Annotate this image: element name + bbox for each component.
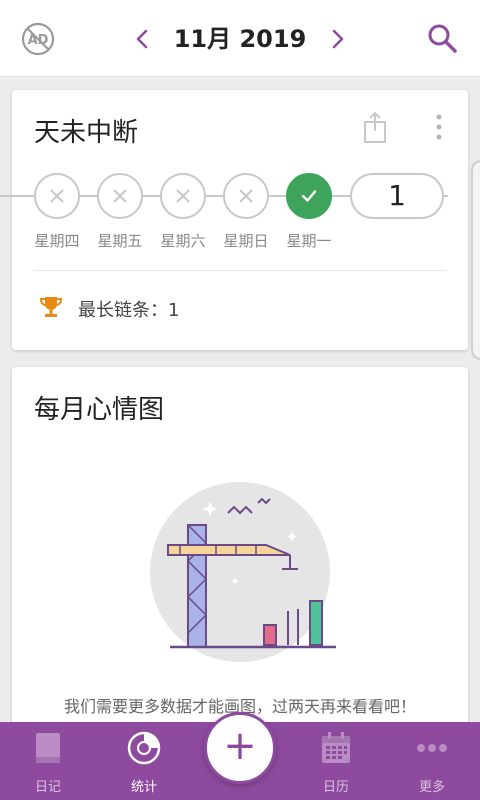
no-ads-icon[interactable]: AD — [20, 21, 56, 57]
day-label: 星期一 — [286, 232, 332, 250]
day-circle-missed-icon[interactable] — [223, 173, 269, 219]
day-circle-missed-icon[interactable] — [97, 173, 143, 219]
trophy-icon — [39, 297, 63, 317]
chevron-right-icon[interactable] — [328, 24, 348, 54]
nav-tab-diary[interactable]: 日记 — [0, 722, 96, 800]
day-label: 星期四 — [34, 232, 80, 250]
calendar-icon — [322, 732, 350, 763]
day-circle-missed-icon[interactable] — [34, 173, 80, 219]
streak-title: 天未中断 — [34, 118, 139, 148]
nav-tab-more[interactable]: 更多 — [384, 722, 480, 800]
streak-chain-edge — [0, 195, 24, 197]
top-bar: AD 11月 2019 — [0, 0, 480, 77]
share-icon[interactable] — [362, 110, 388, 144]
divider — [34, 270, 446, 271]
streak-card: 天未中断 星期四 星期五 星期六 星期日 星期一 1 最长链条：1 — [0, 90, 468, 350]
mood-chart-title: 每月心情图 — [34, 395, 165, 425]
day-label: 星期五 — [97, 232, 143, 250]
chevron-left-icon[interactable] — [132, 24, 152, 54]
book-icon — [36, 733, 60, 763]
more-vertical-icon[interactable] — [432, 112, 446, 142]
day-circle-done-check-icon[interactable] — [286, 173, 332, 219]
search-icon[interactable] — [426, 22, 458, 54]
day-label: 星期六 — [160, 232, 206, 250]
nav-label: 统计 — [130, 780, 157, 795]
stats-disc-icon — [127, 731, 161, 765]
nav-label: 日历 — [322, 780, 349, 795]
day-label: 星期日 — [223, 232, 269, 250]
day-circle-missed-icon[interactable] — [160, 173, 206, 219]
more-dots-icon — [417, 744, 447, 752]
under-construction-crane-illustration — [150, 482, 336, 662]
nav-label: 日记 — [34, 780, 61, 795]
nav-label: 更多 — [418, 780, 445, 795]
nav-tab-calendar[interactable]: 日历 — [288, 722, 384, 800]
nav-tab-stats[interactable]: 统计 — [96, 722, 192, 800]
insufficient-data-message: 我们需要更多数据才能画图，过两天再来看看吧！ — [63, 697, 416, 716]
side-panel-handle[interactable] — [471, 160, 480, 360]
current-streak-count: 1 — [350, 173, 444, 219]
month-title[interactable]: 11月 2019 — [173, 25, 307, 53]
longest-streak-label: 最长链条：1 — [78, 300, 180, 321]
mood-chart-card: 每月心情图 我们需要更多数据才能画图，过两天再来看看吧！ — [12, 367, 468, 727]
add-entry-button[interactable]: + — [204, 712, 276, 784]
